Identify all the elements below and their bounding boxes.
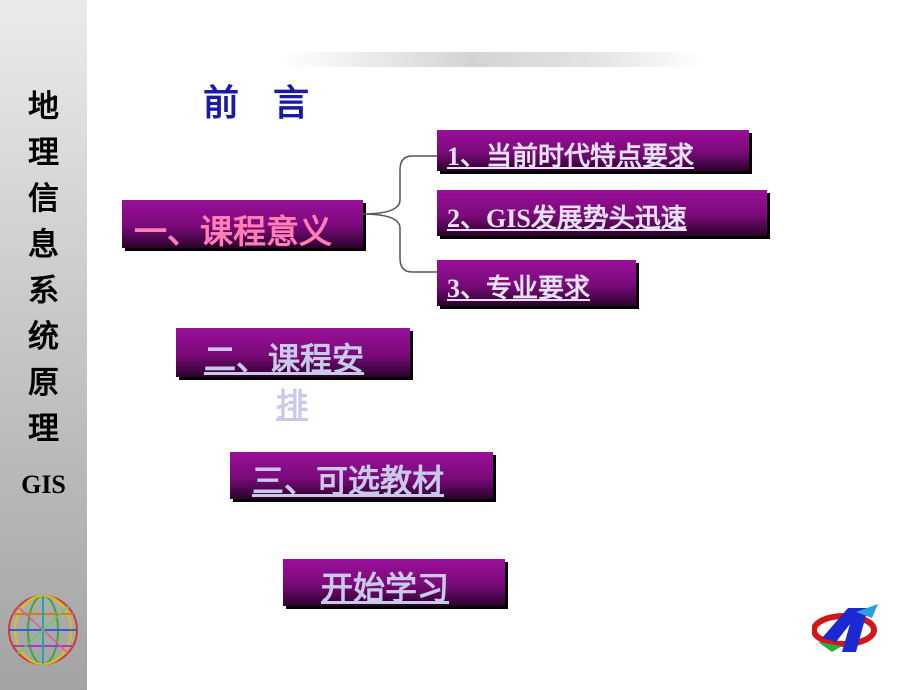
sidebar-title-char: 系 (28, 273, 59, 309)
sub-item-button-1[interactable]: 1、当前时代特点要求 (437, 130, 749, 171)
sidebar-title-char: 理 (28, 135, 59, 171)
sub-item-button-3[interactable]: 3、专业要求 (437, 260, 636, 306)
start-learning-button[interactable]: 开始学习 (283, 559, 505, 606)
university-logo-icon (812, 604, 878, 652)
course-schedule-button[interactable]: 二、课程安 (176, 328, 410, 377)
page-title: 前言 (203, 82, 344, 124)
sidebar-title-char: 原 (28, 365, 59, 401)
start-learning-label: 开始学习 (321, 570, 450, 606)
sub-item-label-2: 2、GIS发展势头迅速 (447, 204, 687, 233)
optional-textbooks-label: 三、可选教材 (252, 463, 445, 499)
sidebar-subtitle: GIS (21, 470, 66, 499)
sub-item-label-1: 1、当前时代特点要求 (447, 142, 695, 171)
sidebar-title-char: 地 (28, 89, 59, 125)
course-schedule-label-wrap[interactable]: 排 (276, 387, 309, 423)
sidebar-title-char: 信 (28, 181, 59, 217)
sidebar-title-char: 息 (28, 227, 59, 263)
course-significance-button[interactable]: 一、课程意义 (122, 200, 363, 251)
optional-textbooks-button[interactable]: 三、可选教材 (230, 452, 493, 499)
course-schedule-label: 二、课程安 (204, 341, 365, 377)
course-significance-label: 一、课程意义 (134, 215, 332, 251)
globe-logo-icon (8, 595, 78, 665)
decorative-gradient-bar (282, 52, 702, 67)
sub-item-label-3: 3、专业要求 (447, 274, 591, 303)
sub-item-button-2[interactable]: 2、GIS发展势头迅速 (437, 190, 767, 236)
sidebar-title-char: 统 (28, 319, 59, 355)
brace-connector (361, 155, 438, 273)
sidebar-title-char: 理 (28, 411, 59, 447)
sidebar: 地 理 信 息 系 统 原 理 GIS (0, 0, 87, 690)
